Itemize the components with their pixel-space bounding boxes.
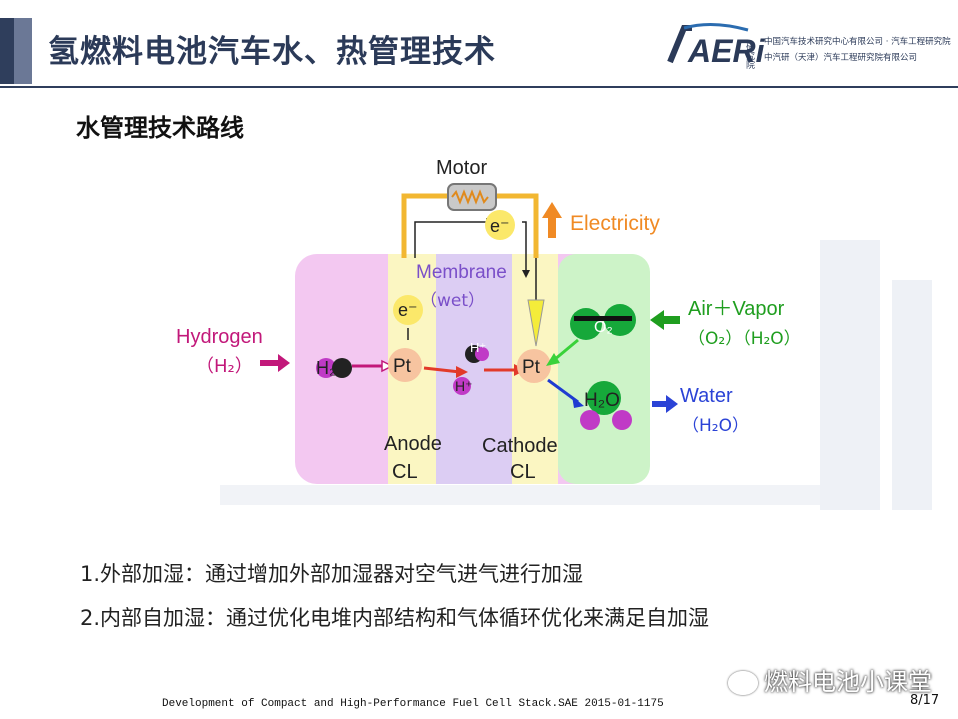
o2-label: O₂: [594, 319, 613, 336]
cathode-pt-icon: [517, 349, 551, 383]
h2o-oxygen-icon: [587, 381, 621, 415]
section-subtitle: 水管理技术路线: [76, 114, 244, 142]
wire-right: [494, 193, 539, 258]
yellow-down-arrow-icon: [527, 299, 545, 347]
hydrogen-label: Hydrogen: [176, 326, 263, 348]
h2o-hydrogen-icon: [580, 410, 600, 430]
cathode-pt-label: Pt: [522, 357, 541, 378]
hydrogen-formula: （H₂）: [196, 356, 253, 377]
o2-to-pt-arrow: [553, 338, 579, 362]
membrane-state: （wet）: [420, 291, 485, 311]
motor-icon: [447, 183, 497, 211]
electron-path-down: [522, 221, 527, 270]
air-input-arrow-icon: [650, 310, 680, 330]
anode-electron-icon: [393, 295, 423, 325]
aeri-logo-mark: AERi 研究院 中国汽车技术研究中心有限公司 · 汽车工程研究院 中汽研（天津…: [667, 22, 951, 70]
page-title: 氢燃料电池汽车水、热管理技术: [48, 34, 496, 70]
anode-label: Anode: [384, 433, 442, 455]
fuel-cell-diagram: Motor e⁻ Electricity Membrane （wet） e⁻ H…: [176, 157, 801, 484]
o2-band: [574, 316, 632, 321]
citation: Development of Compact and High-Performa…: [162, 698, 664, 710]
h2o-label: H₂O: [584, 390, 620, 411]
proton-icon: [453, 377, 471, 395]
arrow-head: [546, 353, 560, 366]
h2-atom-icon: [332, 358, 352, 378]
proton-label-top: H⁺: [470, 340, 486, 355]
h2-label: H₂: [316, 358, 336, 378]
electricity-label: Electricity: [570, 212, 660, 235]
water-formula: （H₂O）: [682, 416, 749, 436]
wire-left: [401, 193, 450, 258]
logo-side: 研究院: [744, 42, 755, 70]
motor-coil-icon: [451, 189, 489, 205]
wechat-watermark: 燃料电池小课堂: [728, 662, 932, 697]
arrow-head: [522, 270, 530, 278]
cathode-label: Cathode: [482, 435, 558, 457]
header-accent-bar-light: [14, 18, 32, 84]
electron-path: [414, 221, 486, 258]
page-number: 8/17: [910, 693, 940, 708]
logo-line2: 中汽研（天津）汽车工程研究院有限公司: [764, 52, 917, 63]
water-output-arrow-icon: [652, 395, 678, 413]
header-divider: [0, 86, 958, 88]
proton-arrow: [423, 366, 461, 374]
air-vapor-formula: （O₂）（H₂O）: [688, 329, 801, 349]
proton-icon: [475, 347, 489, 361]
h2o-hydrogen-icon: [612, 410, 632, 430]
wechat-account-name: 燃料电池小课堂: [764, 668, 932, 696]
anode-pt-label: Pt: [393, 356, 412, 377]
wechat-icon: [728, 671, 758, 695]
cathode-region: [558, 254, 650, 484]
membrane-label: Membrane: [416, 262, 507, 283]
header-accent-bar: [0, 18, 14, 84]
arrow-head: [381, 359, 394, 373]
list-item: 1.外部加湿：通过增加外部加湿器对空气进气进行加湿: [80, 562, 584, 586]
aeri-logo: AERi 研究院 中国汽车技术研究中心有限公司 · 汽车工程研究院 中汽研（天津…: [662, 18, 952, 74]
electron-icon: [485, 210, 515, 240]
water-label: Water: [680, 385, 733, 407]
anode-pt-icon: [388, 348, 422, 382]
logo-brand: AERi: [687, 33, 766, 69]
arrow-head: [572, 396, 584, 408]
air-vapor-label: Air＋Vapor: [688, 298, 785, 320]
hydrogen-input-arrow-icon: [260, 354, 290, 372]
h2-atom-icon: [316, 358, 336, 378]
anode-electron-label: e⁻: [398, 300, 418, 320]
proton-label: H⁺: [455, 378, 473, 394]
logo-line1: 中国汽车技术研究中心有限公司 · 汽车工程研究院: [764, 36, 951, 47]
motor-label: Motor: [436, 157, 487, 179]
list-item: 2.内部自加湿：通过优化电堆内部结构和气体循环优化来满足自加湿: [80, 606, 710, 630]
cathode-cl-label: CL: [510, 461, 536, 483]
anode-cl-label: CL: [392, 461, 418, 483]
electricity-arrow-icon: [542, 202, 562, 238]
background-watermark: [220, 240, 932, 510]
arrow-head: [456, 366, 468, 378]
electron-label: e⁻: [490, 216, 510, 236]
